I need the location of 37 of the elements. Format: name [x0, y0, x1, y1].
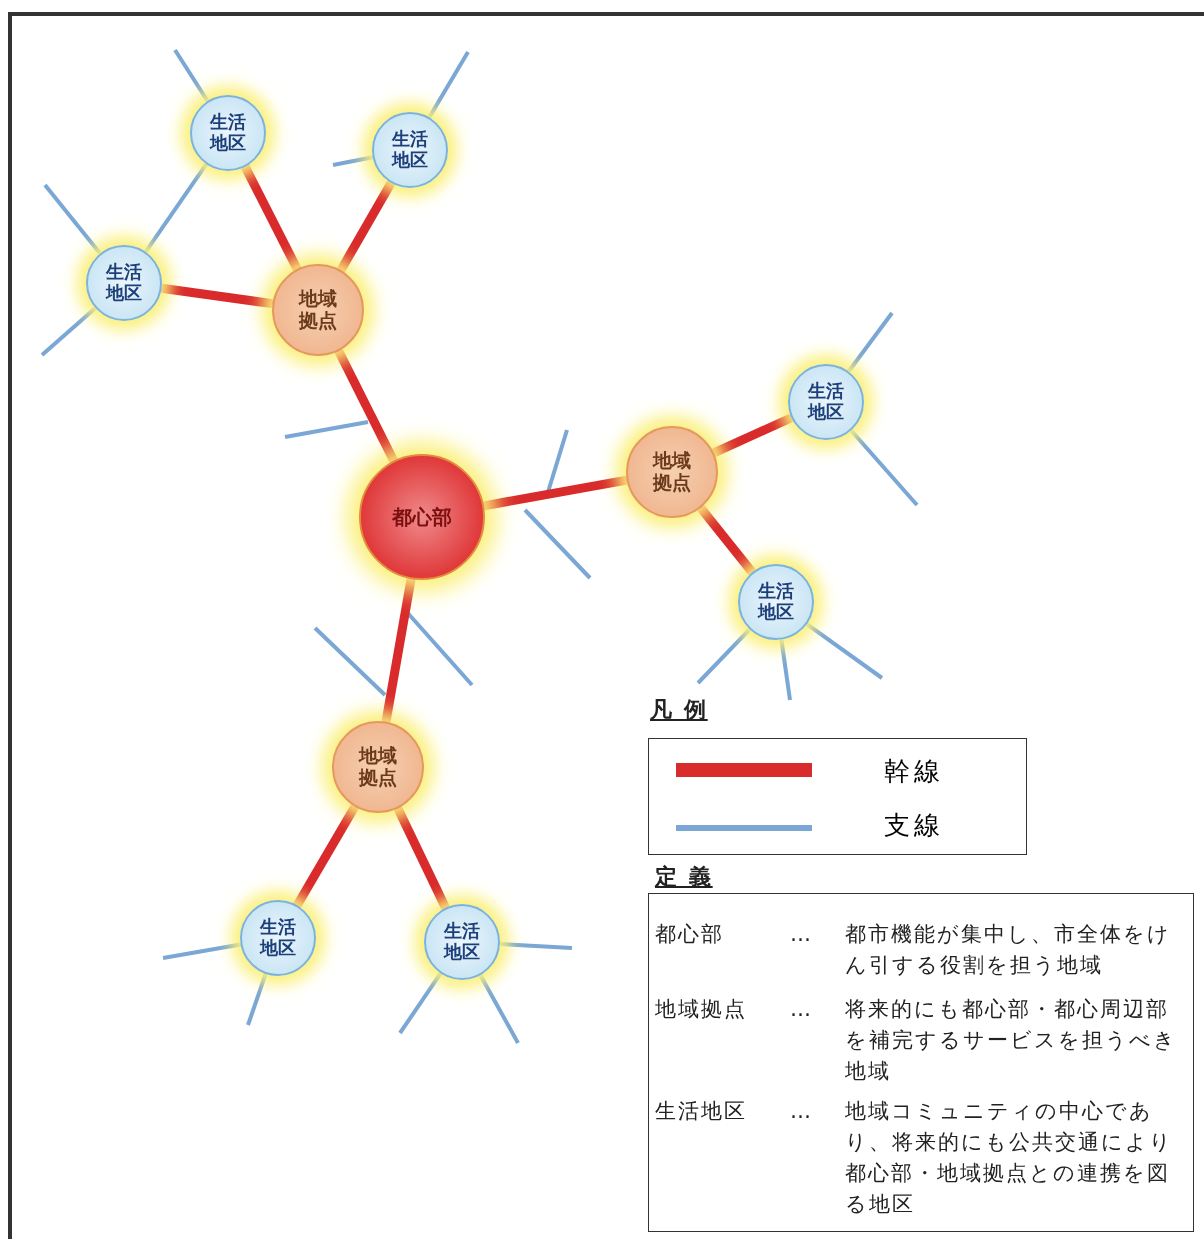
- ellipsis-text: …: [790, 921, 813, 948]
- branch-line: [173, 48, 210, 103]
- trunk-line: [697, 505, 756, 576]
- branch-line: [43, 183, 102, 255]
- trunk-line: [241, 164, 302, 272]
- branch-line: [696, 628, 752, 685]
- legend-text: 支線: [884, 809, 944, 842]
- branch-line: [332, 155, 374, 167]
- trunk-line: [337, 180, 395, 273]
- definition-text: 地域コミュニティの中心であり、将来的にも公共交通により都心部・地域拠点との連携を図る地区: [845, 1098, 1174, 1218]
- term-text: 生活地区: [655, 1098, 747, 1125]
- trunk-line: [293, 804, 359, 908]
- branch-line: [162, 942, 241, 960]
- branch-line: [805, 622, 884, 680]
- branch-line: [779, 639, 792, 701]
- term-text: 地域拠点: [655, 996, 747, 1023]
- ellipsis-text: …: [790, 996, 813, 1023]
- ellipsis-text: …: [790, 1098, 813, 1125]
- trunk-line: [334, 349, 398, 463]
- branch-line: [849, 429, 919, 507]
- legend-text: 幹線: [884, 755, 944, 788]
- branch-line: [144, 163, 208, 253]
- legend-heading: 凡 例: [650, 696, 708, 724]
- trunk-line: [712, 413, 794, 458]
- branch-line: [40, 306, 97, 357]
- branch-line: [847, 311, 894, 373]
- branch-line: [499, 942, 573, 950]
- definition-text: 将来的にも都心部・都心周辺部を補完するサービスを担うべき地域: [845, 996, 1178, 1085]
- branch-line: [478, 974, 520, 1044]
- trunk-line: [393, 806, 450, 910]
- trunk-line: [161, 283, 274, 309]
- definition-heading: 定 義: [655, 863, 713, 891]
- definition-text: 都市機能が集中し、市全体をけん引する役割を担う地域: [845, 921, 1172, 979]
- trunk-line: [381, 578, 416, 723]
- branch-line: [398, 972, 443, 1035]
- branch-line: [427, 50, 470, 119]
- term-text: 都心部: [655, 921, 724, 948]
